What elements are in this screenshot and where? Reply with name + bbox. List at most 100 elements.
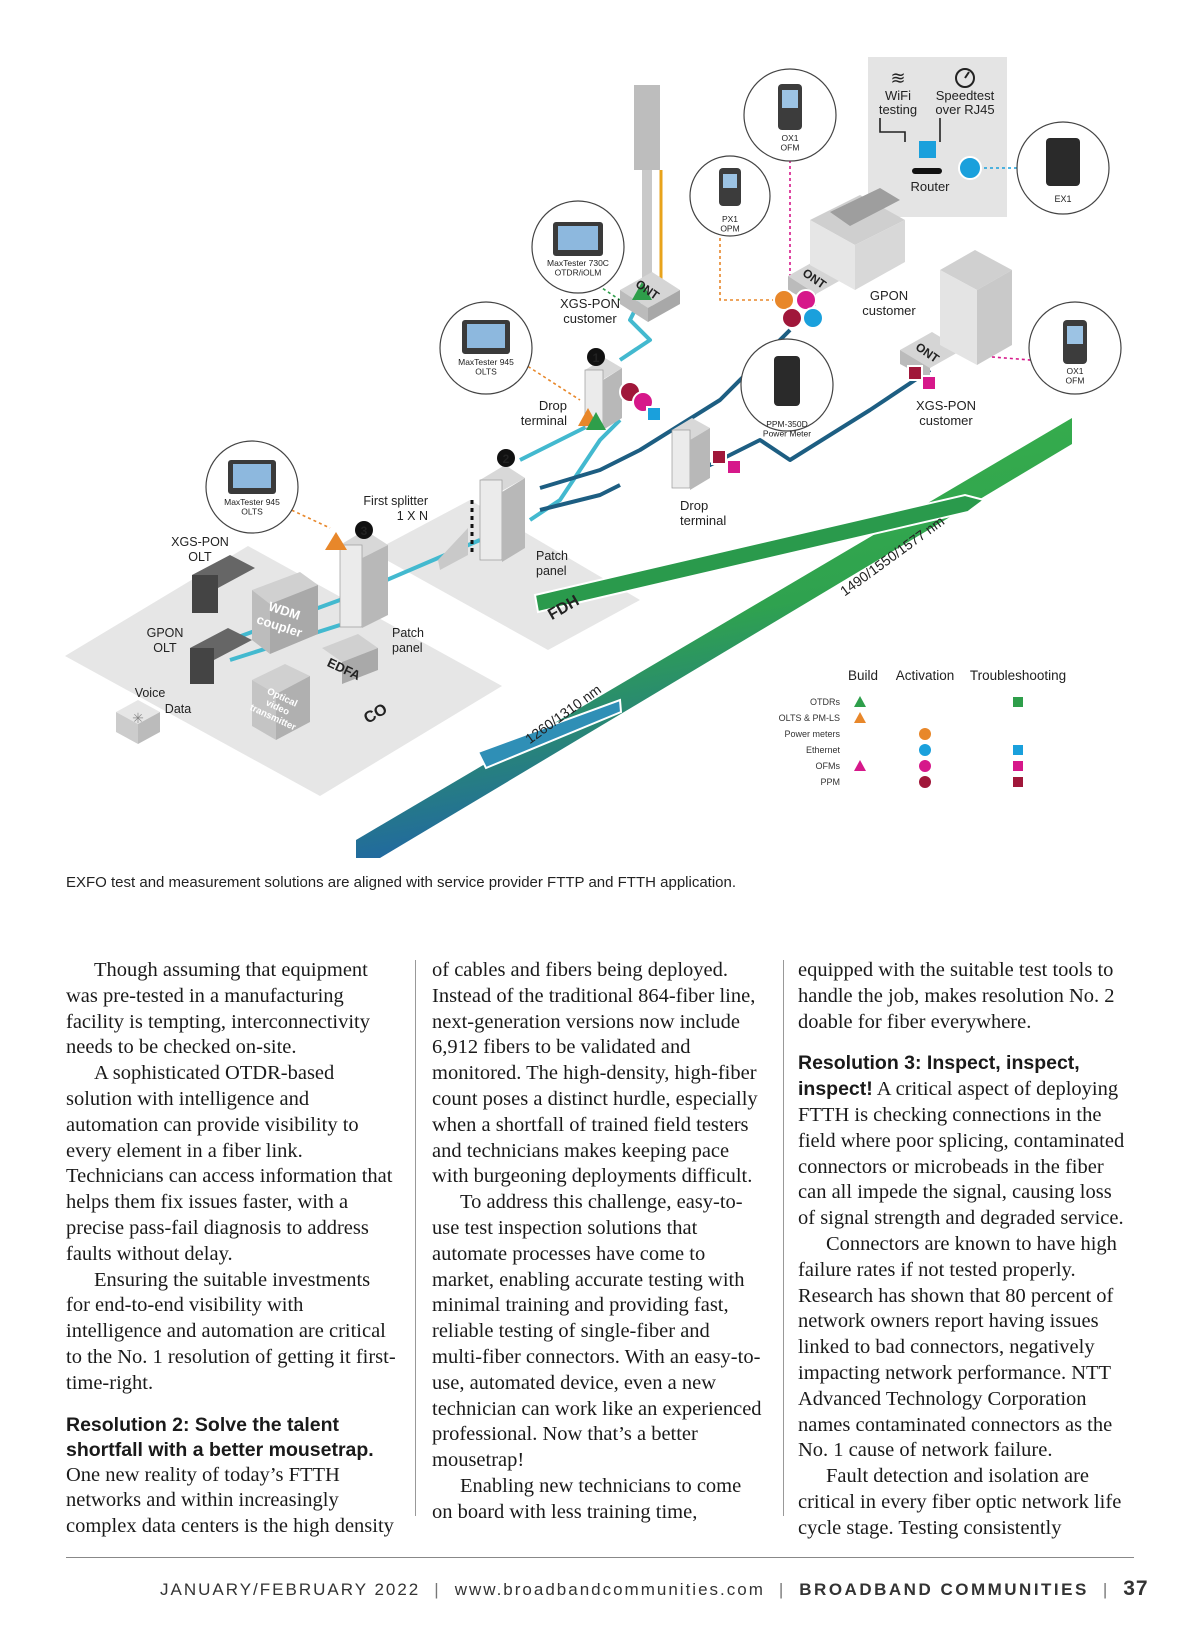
- legend-ofm-troubleshooting-icon: [1013, 761, 1023, 771]
- legend-row-label: OTDRs: [810, 697, 840, 707]
- paragraph: A sophisticated OTDR-based solution with…: [66, 1062, 393, 1265]
- fiber-line: [699, 368, 932, 472]
- device-ox1-top: [743, 68, 837, 162]
- gpon-olt-rack: [190, 628, 252, 684]
- device-maxtester730: [531, 200, 625, 294]
- paragraph: To address this challenge, easy-to-use t…: [432, 1191, 762, 1472]
- paragraph: Though assuming that equipment was pre-t…: [66, 959, 371, 1059]
- device-ox1-right: [1028, 301, 1122, 395]
- downstream-arrow: [533, 493, 987, 614]
- drop-terminal-1: [584, 358, 622, 430]
- voice-data-switch: ✳: [116, 700, 160, 744]
- legend-column-header: Troubleshooting: [970, 668, 1066, 683]
- paragraph: Enabling new technicians to come on boar…: [432, 1474, 742, 1523]
- marker-ethernet: [646, 406, 662, 422]
- optical-video-box: [252, 664, 310, 740]
- wavelength-band: [356, 418, 1072, 858]
- paragraph: Fault detection and isolation are critic…: [798, 1465, 1122, 1539]
- badge-3: 3: [361, 524, 368, 538]
- figure-caption: EXFO test and measurement solutions are …: [66, 874, 737, 891]
- wifi-icon: ≋: [890, 68, 905, 88]
- footer-separator: |: [778, 1580, 786, 1599]
- issue-date: JANUARY/FEBRUARY 2022: [160, 1580, 421, 1599]
- legend: Build Activation TroubleshootingOTDRsOLTS …: [779, 668, 1066, 788]
- magazine-name: BROADBAND COMMUNITIES: [799, 1580, 1089, 1599]
- edfa-box: [322, 634, 378, 684]
- device-maxtester945-top: [439, 301, 533, 395]
- column-2: of cables and fibers being deployed. Ins…: [432, 958, 762, 1526]
- legend-ofm-build-icon: [854, 760, 866, 771]
- column-divider: [415, 960, 416, 1516]
- footer-rule: [66, 1557, 1134, 1558]
- marker-power-meter: [773, 289, 795, 311]
- building-icon: [940, 250, 1012, 365]
- device-px1: [689, 155, 771, 237]
- legend-row-label: Ethernet: [806, 745, 841, 755]
- legend-row-label: Power meters: [784, 729, 840, 739]
- label-ex1: EX1: [1054, 194, 1071, 204]
- legend-otdr-troubleshooting-icon: [1013, 697, 1023, 707]
- marker-otdr: [586, 412, 606, 430]
- marker-ppm: [711, 449, 727, 465]
- device-maxtester945-left: [205, 440, 299, 534]
- device-ex1: [1016, 121, 1110, 215]
- house-icon: [810, 188, 905, 290]
- legend-ofm-activation-icon: [919, 760, 931, 772]
- page-number: 37: [1123, 1577, 1149, 1600]
- paragraph: equipped with the suitable test tools to…: [798, 959, 1115, 1033]
- paragraph: of cables and fibers being deployed. Ins…: [432, 959, 758, 1188]
- wdm-coupler-box: [252, 572, 318, 654]
- drop-terminal-2: [671, 418, 710, 490]
- device-ppm350: [740, 338, 834, 432]
- badge-1: 1: [593, 351, 600, 365]
- upstream-arrow: [476, 698, 623, 770]
- legend-ethernet-activation-icon: [919, 744, 931, 756]
- legend-row-label: OLTS & PM-LS: [779, 713, 840, 723]
- first-splitter: [438, 500, 474, 570]
- paragraph: Connectors are known to have high failur…: [798, 1232, 1117, 1462]
- legend-row-label: OFMs: [816, 761, 841, 771]
- router-square: [919, 141, 936, 158]
- marker-olts: [325, 532, 347, 550]
- website-link[interactable]: www.broadbandcommunities.com: [454, 1580, 765, 1599]
- fdh-patch-panel: [479, 465, 525, 562]
- footer: JANUARY/FEBRUARY 2022 | www.broadbandcommu…: [160, 1577, 1149, 1601]
- legend-column-header: Build: [848, 668, 878, 683]
- legend-column-header: Activation: [896, 668, 955, 683]
- marker-ofm: [921, 375, 937, 391]
- section-heading: Resolution 3: Inspect, inspect, inspect!: [798, 1052, 1080, 1101]
- marker-otdr: [632, 282, 652, 300]
- legend-power-meter-activation-icon: [919, 728, 931, 740]
- paragraph: One new reality of today’s FTTH networks…: [66, 1463, 394, 1538]
- legend-ppm-troubleshooting-icon: [1013, 777, 1023, 787]
- section-heading: Resolution 2: Solve the talent shortfall…: [66, 1413, 374, 1461]
- router-panel: [868, 57, 1007, 217]
- legend-ethernet-troubleshooting-icon: [1013, 745, 1023, 755]
- svg-text:✳: ✳: [132, 710, 144, 726]
- marker-ofm: [726, 459, 742, 475]
- marker-ppm: [781, 307, 803, 329]
- paragraph: A critical aspect of deploying FTTH is c…: [798, 1078, 1125, 1230]
- label-data: Data: [165, 702, 191, 716]
- xgs-pon-olt-rack: [192, 555, 255, 613]
- legend-otdr-build-icon: [854, 696, 866, 707]
- ethernet-dot: [958, 156, 982, 180]
- legend-row-label: PPM: [820, 777, 840, 787]
- badge-2: 2: [503, 452, 510, 466]
